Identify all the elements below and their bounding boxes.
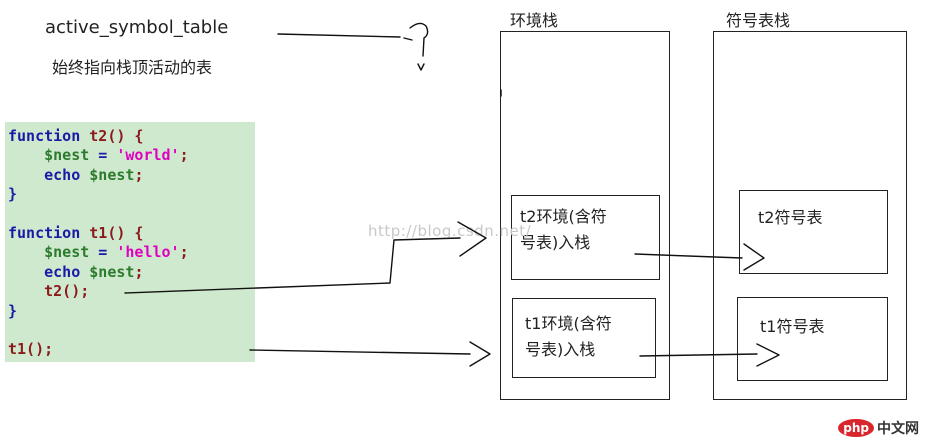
code-line: $nest = 'hello'; xyxy=(8,242,189,262)
arrow-t1-symbol-head-icon xyxy=(756,343,780,367)
code-token: 'world' xyxy=(116,146,180,165)
code-token: $nest xyxy=(8,146,90,165)
active-pointer-line xyxy=(277,33,401,38)
code-token: $nest xyxy=(89,165,135,184)
code-token: ; xyxy=(179,146,189,165)
code-token: = xyxy=(89,146,117,165)
symbol-stack-column xyxy=(713,31,907,400)
code-token: } xyxy=(8,185,18,204)
arrow-t2-env-symbol xyxy=(634,253,743,259)
arrow-t2-symbol-head-icon xyxy=(743,243,765,271)
t2-symbol-table-box: t2符号表 xyxy=(739,190,888,274)
code-line: t2(); xyxy=(8,281,89,301)
watermark-text: http://blog.csdn.net/ xyxy=(368,222,532,240)
env-stack-title: 环境栈 xyxy=(510,11,559,30)
code-token: 'hello' xyxy=(116,243,180,262)
code-token: function xyxy=(8,224,90,242)
code-line: $nest = 'world'; xyxy=(8,145,189,165)
code-token: = xyxy=(89,243,117,262)
code-token: t1(); xyxy=(8,340,54,359)
pointer-tick xyxy=(403,37,413,41)
t1-symbol-table-label: t1符号表 xyxy=(760,317,825,336)
t1-env-line1: t1环境(含符 xyxy=(525,314,612,333)
t2-env-box: t2环境(含符 号表)入栈 xyxy=(511,195,660,280)
symbol-stack-title: 符号表栈 xyxy=(726,11,791,30)
t2-symbol-table-label: t2符号表 xyxy=(758,208,823,227)
arrow-t1-call xyxy=(249,349,471,355)
code-line: function t1() { xyxy=(8,223,143,243)
t1-symbol-table-box: t1符号表 xyxy=(737,297,888,381)
code-token: echo xyxy=(8,165,90,184)
code-token: $nest xyxy=(89,262,135,281)
arrow-t1-head-icon xyxy=(469,341,491,367)
logo-badge: php xyxy=(838,419,874,437)
code-line: echo $nest; xyxy=(8,262,143,282)
pointer-hook-icon xyxy=(409,22,429,57)
code-line: } xyxy=(8,184,17,204)
code-token: function xyxy=(8,127,90,145)
code-token: $nest xyxy=(8,243,90,262)
code-line: t1(); xyxy=(8,339,53,359)
arrow-t2-head-icon xyxy=(457,221,487,257)
code-token: t2(); xyxy=(8,282,90,301)
code-token: echo xyxy=(8,262,90,281)
env-stack-column xyxy=(500,31,670,400)
active-symbol-table-label: active_symbol_table xyxy=(45,17,229,38)
code-token: } xyxy=(8,301,18,320)
arrow-t1-env-symbol xyxy=(639,353,758,357)
code-line: echo $nest; xyxy=(8,165,143,185)
code-line: function t2() { xyxy=(8,126,143,146)
code-token: t2() { xyxy=(89,127,144,145)
code-token: ; xyxy=(134,262,144,281)
code-token: ; xyxy=(179,243,189,262)
t2-env-line2: 号表)入栈 xyxy=(520,233,591,252)
code-panel: function t2() { $nest = 'world'; echo $n… xyxy=(5,122,255,362)
arrow-t2-call xyxy=(124,237,461,294)
t1-env-box: t1环境(含符 号表)入栈 xyxy=(512,298,656,378)
t1-env-line2: 号表)入栈 xyxy=(525,340,596,359)
code-token: ; xyxy=(134,165,144,184)
pointer-arrowhead-icon xyxy=(417,63,425,71)
code-token: t1() { xyxy=(89,224,144,242)
t2-env-line1: t2环境(含符 xyxy=(520,207,607,226)
logo-text: 中文网 xyxy=(877,421,919,437)
code-line: } xyxy=(8,301,17,321)
note-text: 始终指向栈顶活动的表 xyxy=(52,58,213,77)
site-logo: php 中文网 xyxy=(838,418,919,438)
